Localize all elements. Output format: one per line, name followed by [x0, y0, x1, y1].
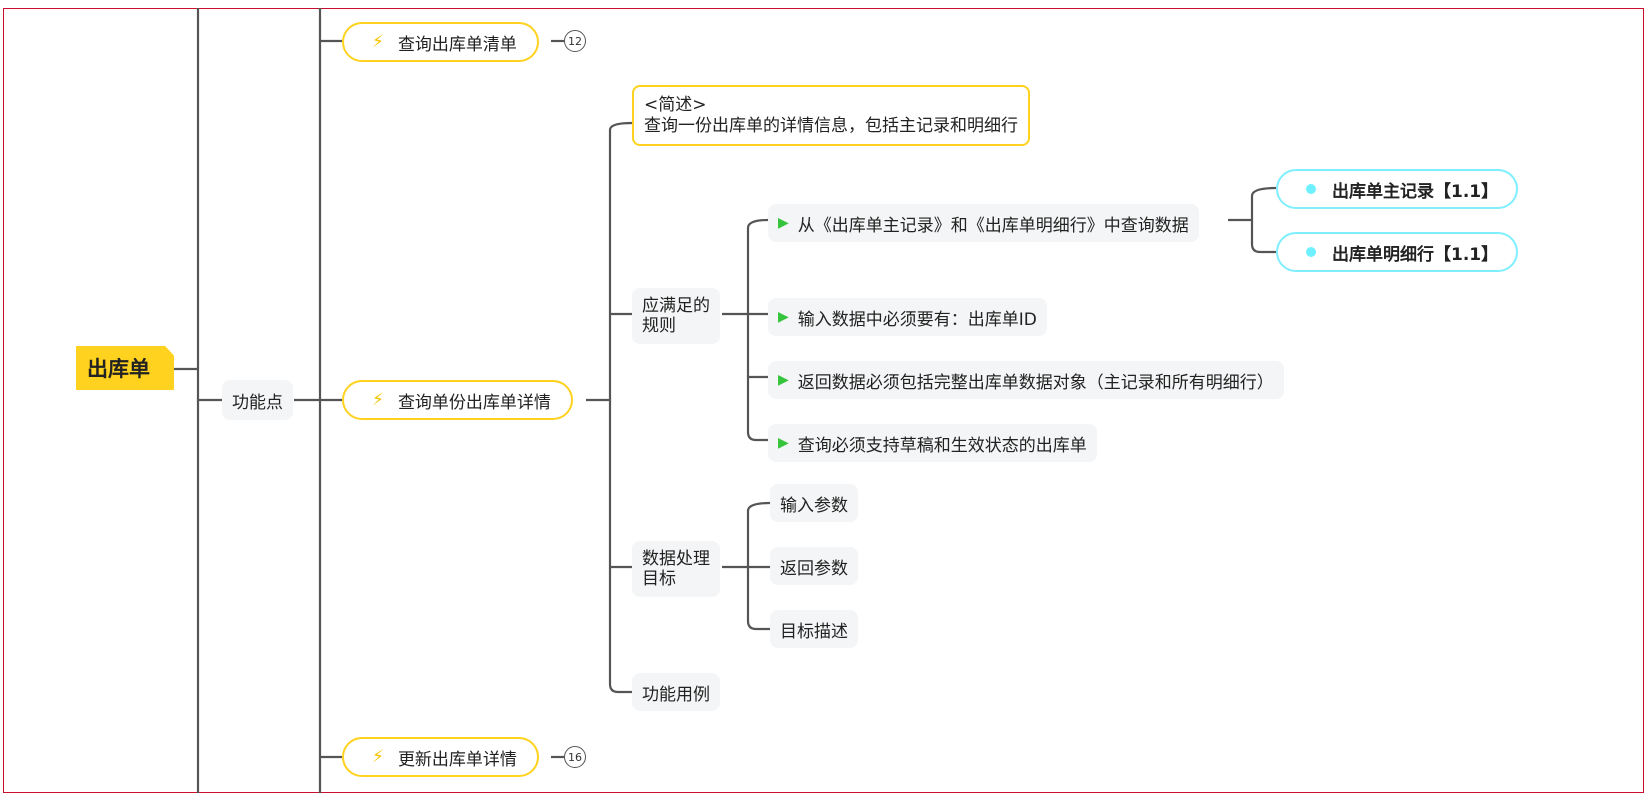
- target-item-return-params[interactable]: 返回参数: [770, 547, 858, 585]
- rule-item[interactable]: ▶ 从《出库单主记录》和《出库单明细行》中查询数据: [768, 204, 1199, 242]
- branch-label: 功能点: [232, 392, 283, 413]
- rules-label-line2: 规则: [642, 316, 676, 336]
- feature-label: 查询出库单清单: [397, 34, 517, 55]
- rule-item[interactable]: ▶ 查询必须支持草稿和生效状态的出库单: [768, 424, 1097, 462]
- play-marker-icon: ▶: [778, 435, 789, 451]
- feature-label: 更新出库单详情: [397, 749, 517, 770]
- bullet-dot-icon: [1306, 184, 1316, 194]
- play-marker-icon: ▶: [778, 309, 789, 325]
- ref-node-main-record[interactable]: 出库单主记录【1.1】: [1276, 169, 1519, 209]
- target-label-line2: 目标: [642, 569, 676, 589]
- rules-label-line1: 应满足的: [642, 296, 710, 316]
- play-marker-icon: ▶: [778, 215, 789, 231]
- collapsed-count-badge[interactable]: 12: [564, 30, 586, 52]
- description-title: <简述>: [644, 94, 707, 115]
- target-item-input-params[interactable]: 输入参数: [770, 484, 858, 522]
- feature-node-list-query[interactable]: ⚡ 查询出库单清单: [342, 22, 539, 62]
- collapsed-count-badge[interactable]: 16: [564, 746, 586, 768]
- rules-node[interactable]: 应满足的 规则: [632, 288, 720, 344]
- bullet-dot-icon: [1306, 247, 1316, 257]
- canvas-frame: [3, 8, 1644, 793]
- description-node[interactable]: <简述> 查询一份出库单的详情信息，包括主记录和明细行: [632, 85, 1030, 146]
- lightning-icon: ⚡: [372, 32, 384, 52]
- feature-node-detail-query[interactable]: ⚡ 查询单份出库单详情: [342, 380, 573, 420]
- target-label-line1: 数据处理: [642, 549, 710, 569]
- feature-label: 查询单份出库单详情: [397, 392, 551, 413]
- ref-node-detail-lines[interactable]: 出库单明细行【1.1】: [1276, 232, 1519, 272]
- lightning-icon: ⚡: [372, 390, 384, 410]
- description-text: 查询一份出库单的详情信息，包括主记录和明细行: [644, 115, 1018, 136]
- feature-node-update[interactable]: ⚡ 更新出库单详情: [342, 737, 539, 777]
- rule-item[interactable]: ▶ 输入数据中必须要有：出库单ID: [768, 298, 1047, 336]
- root-label: 出库单: [87, 357, 150, 381]
- target-node[interactable]: 数据处理 目标: [632, 541, 720, 597]
- root-node[interactable]: 出库单: [76, 346, 174, 390]
- usecase-node[interactable]: 功能用例: [632, 673, 720, 711]
- lightning-icon: ⚡: [372, 747, 384, 767]
- rule-item[interactable]: ▶ 返回数据必须包括完整出库单数据对象（主记录和所有明细行）: [768, 361, 1284, 399]
- play-marker-icon: ▶: [778, 372, 789, 388]
- branch-node-function-points[interactable]: 功能点: [222, 380, 293, 420]
- target-item-description[interactable]: 目标描述: [770, 610, 858, 648]
